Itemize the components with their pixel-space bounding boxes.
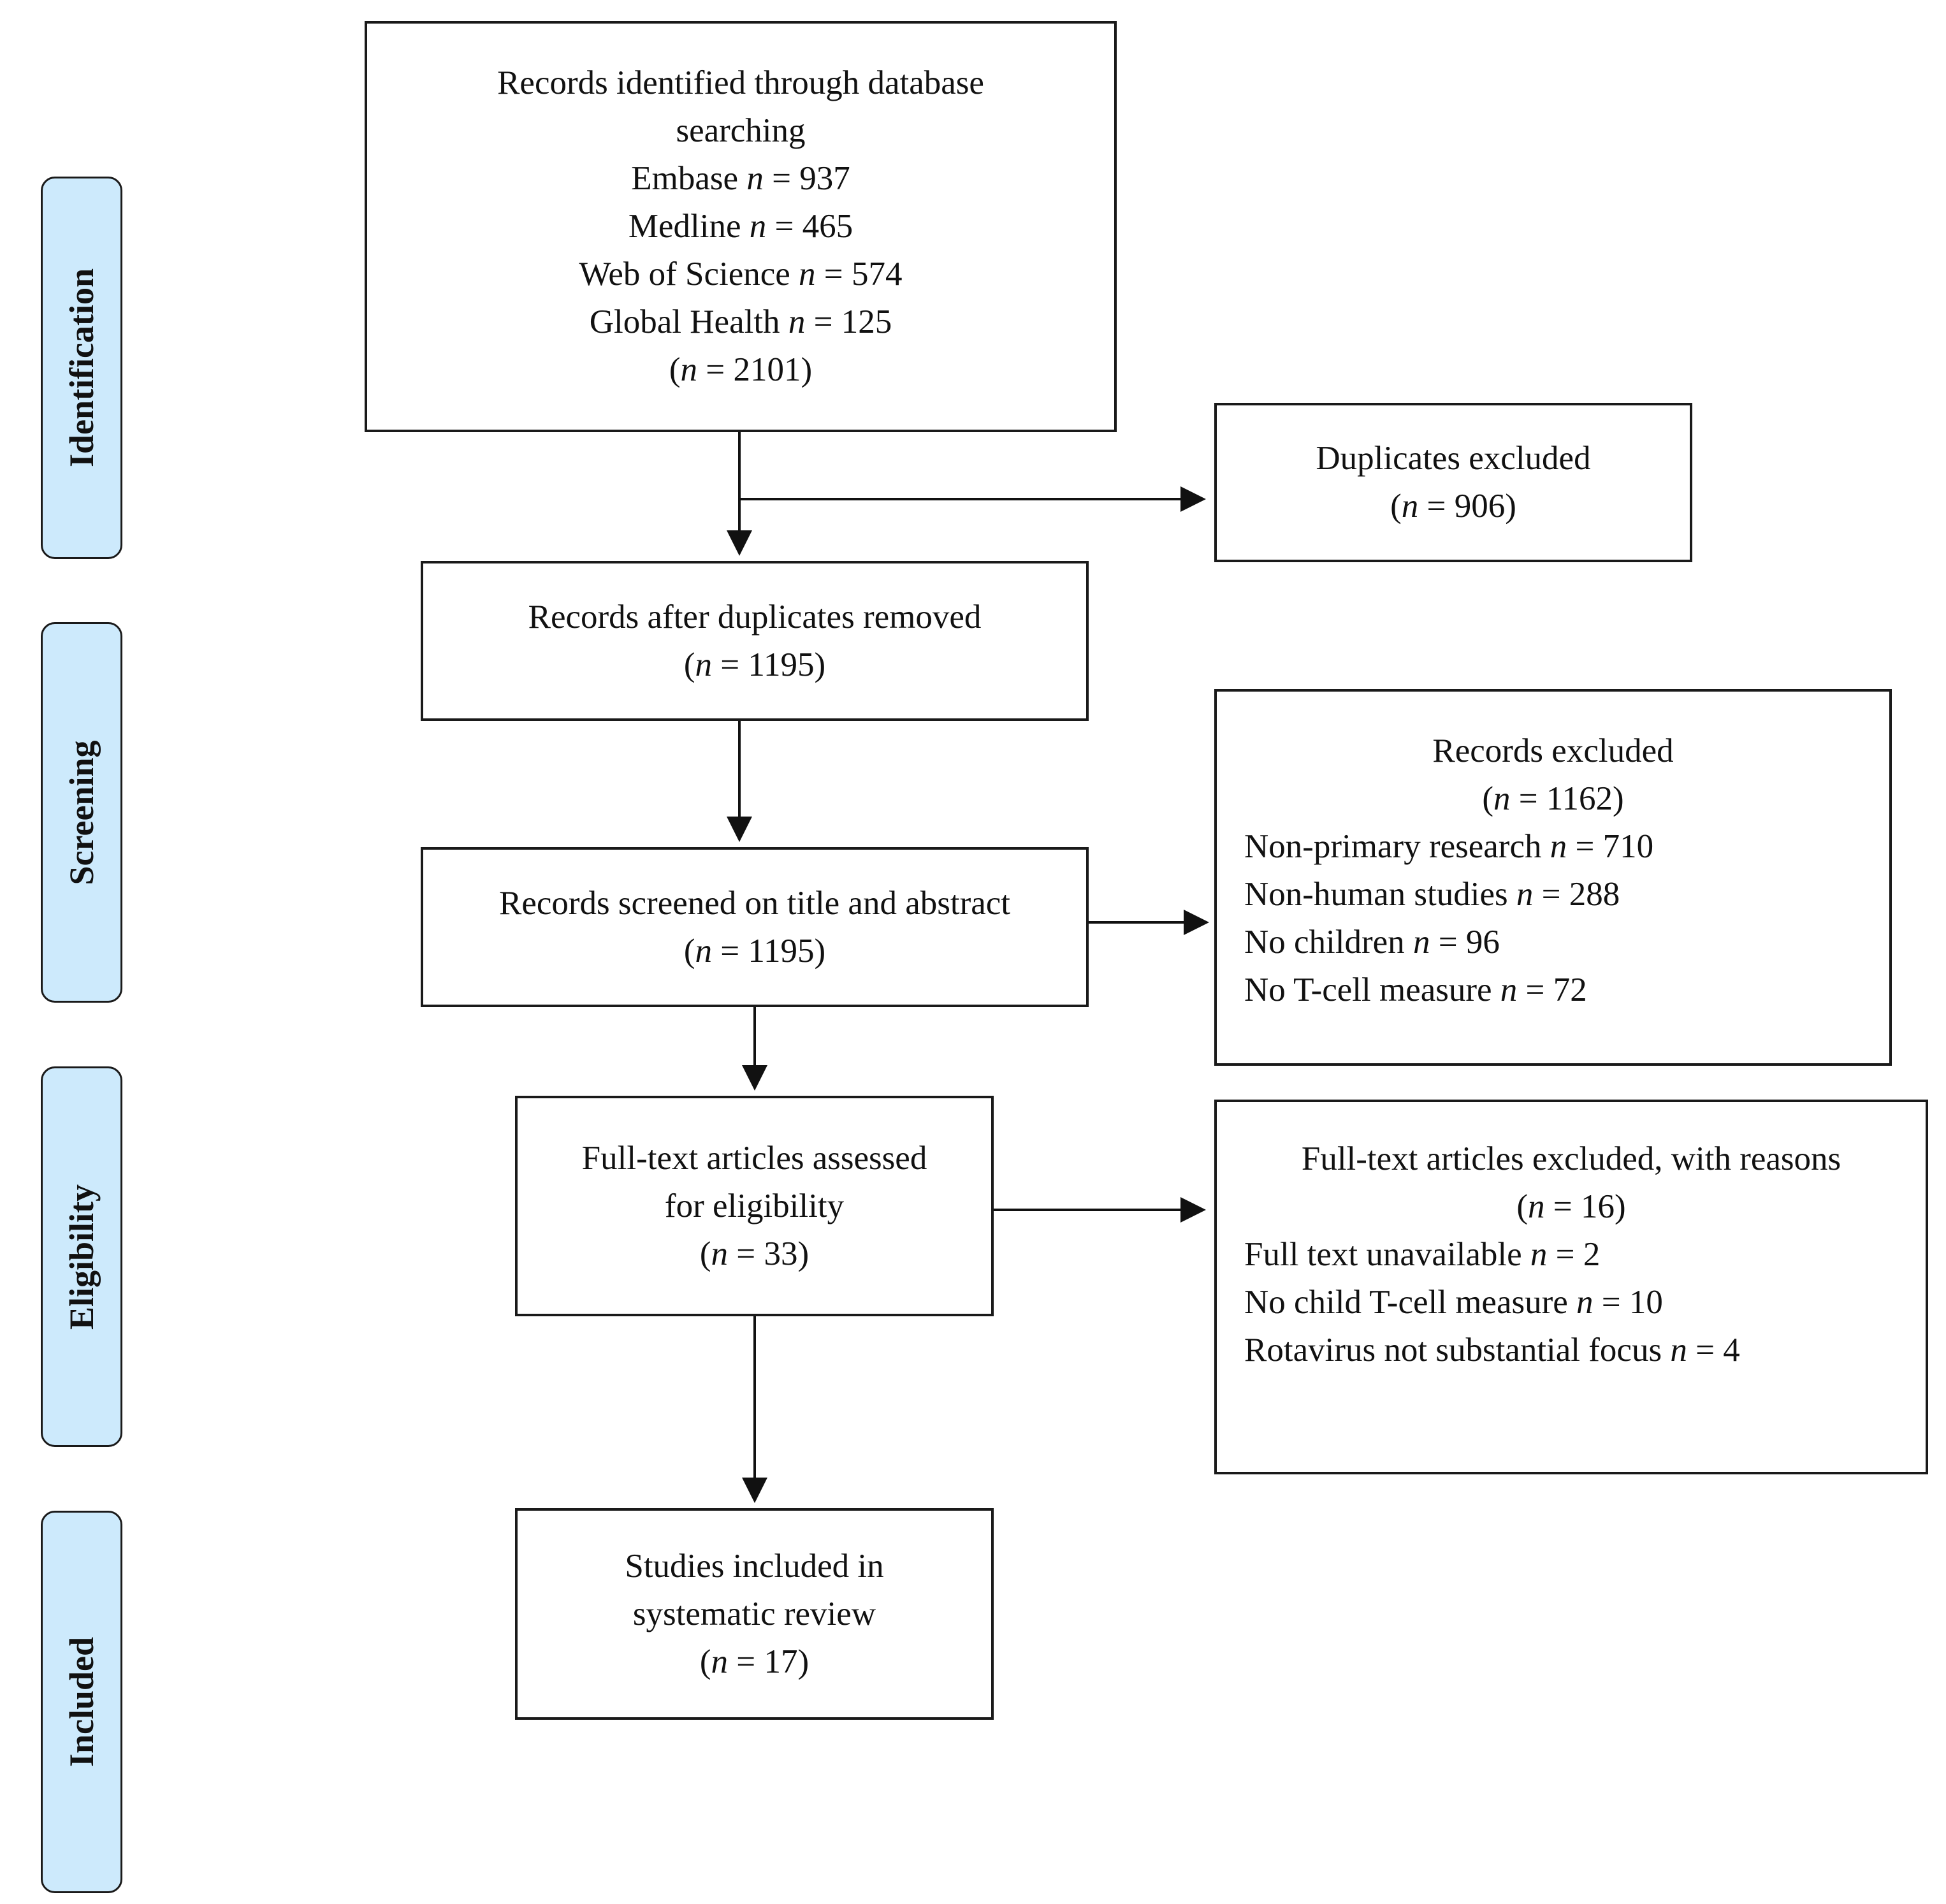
exclusion-reason-no-tcell: No T-cell measure n = 72 [1244, 971, 1587, 1008]
exclusion-reason-no-children: No children n = 96 [1244, 924, 1500, 961]
records-screened-count: (n = 1195) [683, 932, 826, 970]
records-identified-title-line1: Records identified through database [497, 64, 984, 101]
medline-count: Medline n = 465 [628, 208, 853, 245]
web-of-science-count: Web of Science n = 574 [579, 256, 903, 293]
records-identified-box: Records identified through database sear… [365, 21, 1117, 432]
duplicates-excluded-count: (n = 906) [1390, 488, 1516, 525]
studies-included-line1: Studies included in [625, 1547, 884, 1585]
fulltext-reason-rotavirus: Rotavirus not substantial focus n = 4 [1244, 1332, 1740, 1369]
records-after-duplicates-title: Records after duplicates removed [528, 598, 982, 636]
fulltext-excluded-count: (n = 16) [1516, 1188, 1626, 1225]
embase-count: Embase n = 937 [631, 160, 850, 197]
studies-included-count: (n = 17) [699, 1643, 810, 1680]
records-excluded-box: Records excluded (n = 1162) Non-primary … [1214, 689, 1892, 1066]
exclusion-reason-non-human: Non-human studies n = 288 [1244, 876, 1620, 913]
records-screened-title: Records screened on title and abstract [498, 884, 1011, 922]
records-identified-title-line2: searching [676, 112, 806, 149]
records-after-duplicates-count: (n = 1195) [683, 646, 826, 683]
fulltext-assessed-count: (n = 33) [699, 1235, 810, 1272]
fulltext-excluded-box: Full-text articles excluded, with reason… [1214, 1100, 1928, 1474]
phase-included: Included [41, 1511, 122, 1893]
studies-included-line2: systematic review [632, 1595, 876, 1632]
fulltext-reason-unavailable: Full text unavailable n = 2 [1244, 1236, 1601, 1273]
records-screened-box: Records screened on title and abstract (… [421, 847, 1089, 1007]
phase-identification: Identification [41, 177, 122, 559]
duplicates-excluded-box: Duplicates excluded (n = 906) [1214, 403, 1692, 562]
records-excluded-count: (n = 1162) [1482, 780, 1624, 817]
phase-screening: Screening [41, 622, 122, 1003]
duplicates-excluded-title: Duplicates excluded [1316, 440, 1591, 477]
fulltext-reason-no-child-tcell: No child T-cell measure n = 10 [1244, 1284, 1663, 1321]
phase-eligibility: Eligibility [41, 1066, 122, 1447]
fulltext-assessed-box: Full-text articles assessed for eligibil… [515, 1096, 994, 1316]
global-health-count: Global Health n = 125 [589, 303, 892, 340]
records-after-duplicates-box: Records after duplicates removed (n = 11… [421, 561, 1089, 721]
studies-included-box: Studies included in systematic review (n… [515, 1508, 994, 1720]
fulltext-assessed-line2: for eligibility [664, 1187, 845, 1225]
identified-total-count: (n = 2101) [669, 351, 813, 388]
exclusion-reason-non-primary: Non-primary research n = 710 [1244, 828, 1654, 865]
records-excluded-title: Records excluded [1432, 732, 1674, 769]
fulltext-excluded-title: Full-text articles excluded, with reason… [1301, 1140, 1841, 1177]
fulltext-assessed-line1: Full-text articles assessed [581, 1139, 927, 1177]
